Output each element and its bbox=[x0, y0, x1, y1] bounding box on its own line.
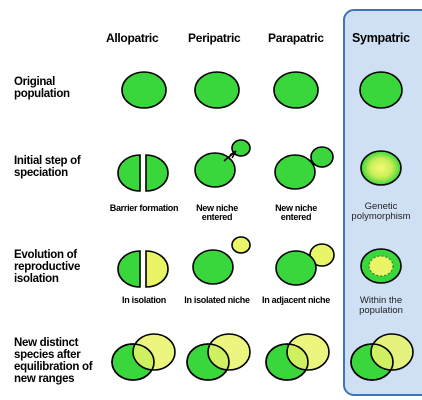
overlap-parapatric bbox=[266, 334, 329, 380]
row-label-evolution: Evolution of reproductive isolation bbox=[14, 249, 94, 285]
column-header-sympatric: Sympatric bbox=[352, 32, 410, 45]
population-sympatric bbox=[360, 72, 402, 108]
caption-new-niche-peripatric: New niche entered bbox=[180, 204, 254, 223]
caption-genetic-polymorphism: Genetic polymorphism bbox=[343, 202, 419, 222]
overlap-peripatric bbox=[187, 334, 250, 380]
isolated-halves bbox=[118, 251, 168, 287]
within-population-subgroup bbox=[361, 249, 401, 283]
population-parapatric bbox=[274, 72, 318, 108]
adjacent-niche-population bbox=[276, 244, 334, 285]
caption-new-niche-parapatric: New niche entered bbox=[259, 204, 333, 223]
caption-barrier-formation: Barrier formation bbox=[107, 204, 181, 213]
overlap-allopatric bbox=[112, 334, 175, 380]
column-header-peripatric: Peripatric bbox=[188, 32, 240, 45]
column-header-allopatric: Allopatric bbox=[106, 32, 158, 45]
barrier-split-population bbox=[118, 155, 168, 191]
row-label-initial: Initial step of speciation bbox=[14, 155, 94, 179]
caption-in-isolation: In isolation bbox=[107, 296, 181, 305]
caption-within-population: Within the population bbox=[343, 296, 419, 316]
population-peripatric bbox=[195, 72, 239, 108]
isolated-niche-population bbox=[193, 237, 250, 284]
parapatric-adjacent-population bbox=[275, 147, 333, 189]
column-header-parapatric: Parapatric bbox=[268, 32, 324, 45]
row-label-original: Original population bbox=[14, 76, 94, 100]
peripatric-budding-population bbox=[195, 140, 250, 187]
population-allopatric bbox=[122, 72, 166, 108]
row-label-new-species: New distinct species after equilibration… bbox=[14, 337, 94, 385]
polymorphic-population bbox=[361, 151, 401, 185]
caption-in-adjacent-niche: In adjacent niche bbox=[259, 296, 333, 305]
caption-in-isolated-niche: In isolated niche bbox=[180, 296, 254, 305]
